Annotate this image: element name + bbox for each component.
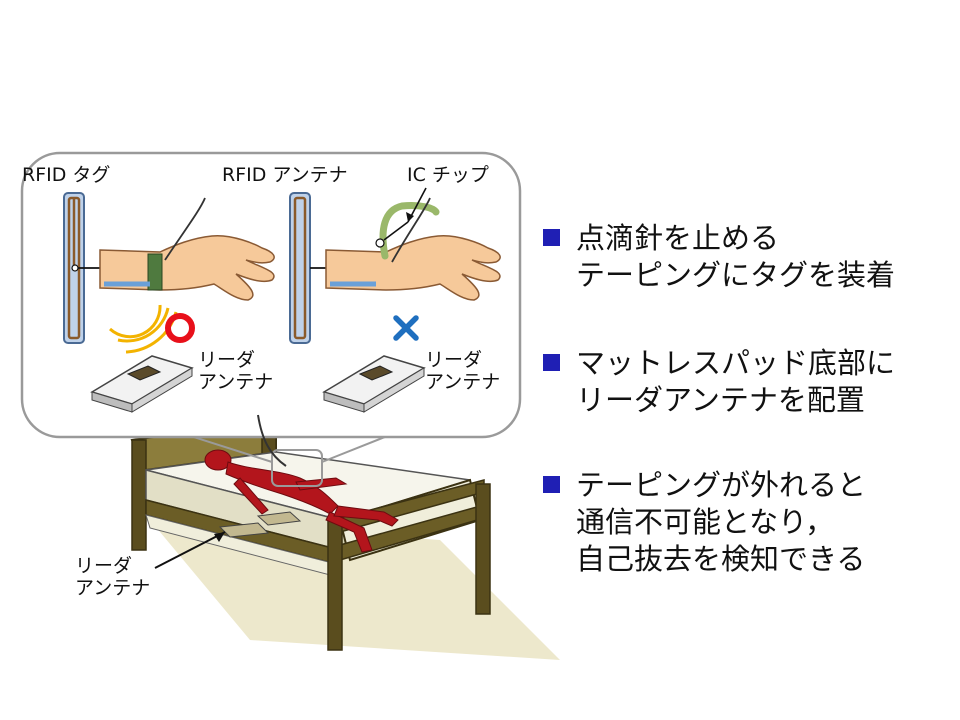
ok-mark — [165, 313, 195, 343]
label-reader-antenna-bed: リーダ アンテナ — [75, 555, 151, 599]
reader-chip-2 — [358, 365, 394, 381]
bed-antenna-pointer-head — [214, 532, 225, 542]
bullet-square-icon — [543, 354, 560, 371]
detached-taping — [379, 202, 440, 260]
ng-mark — [393, 315, 419, 341]
bullet-3: テーピングが外れると 通信不可能となり， 自己抜去を検知できる — [543, 467, 953, 578]
zoom-callout — [20, 151, 522, 487]
bullet-square-icon — [543, 229, 560, 246]
bullet-1: 点滴針を止める テーピングにタグを装着 — [543, 220, 953, 294]
bed — [130, 418, 560, 660]
headboard-post-left — [131, 439, 147, 551]
foot-post-left — [327, 519, 343, 651]
iv-tube-2 — [391, 197, 431, 263]
label-ic-chip: IC チップ — [407, 164, 489, 186]
foot-post-right — [475, 483, 491, 615]
label-reader-antenna-1: リーダ アンテナ — [198, 349, 274, 393]
label-rfid-tag: RFID タグ — [22, 164, 111, 186]
antenna-cable — [257, 414, 287, 467]
bed-reader-antenna-1 — [218, 522, 270, 538]
ic-chip-dot — [375, 238, 385, 248]
radio-wave-1 — [108, 304, 162, 339]
iv-tube — [164, 197, 206, 261]
scene-tag-attached — [63, 192, 275, 413]
bullet-square-icon — [543, 476, 560, 493]
zoom-source-box — [271, 449, 323, 487]
label-rfid-antenna: RFID アンテナ — [222, 164, 348, 186]
bed-antenna-pointer — [154, 531, 226, 569]
label-reader-antenna-2: リーダ アンテナ — [425, 349, 501, 393]
bullet-2: マットレスパッド底部に リーダアンテナを配置 — [543, 345, 953, 419]
bed-reader-antenna-2 — [256, 511, 302, 526]
reader-chip-1 — [126, 365, 162, 381]
radio-wave-2 — [117, 307, 170, 343]
rfid-antenna-coil — [289, 192, 311, 344]
taping-tag — [147, 253, 163, 291]
scene-tag-detached — [289, 187, 501, 413]
